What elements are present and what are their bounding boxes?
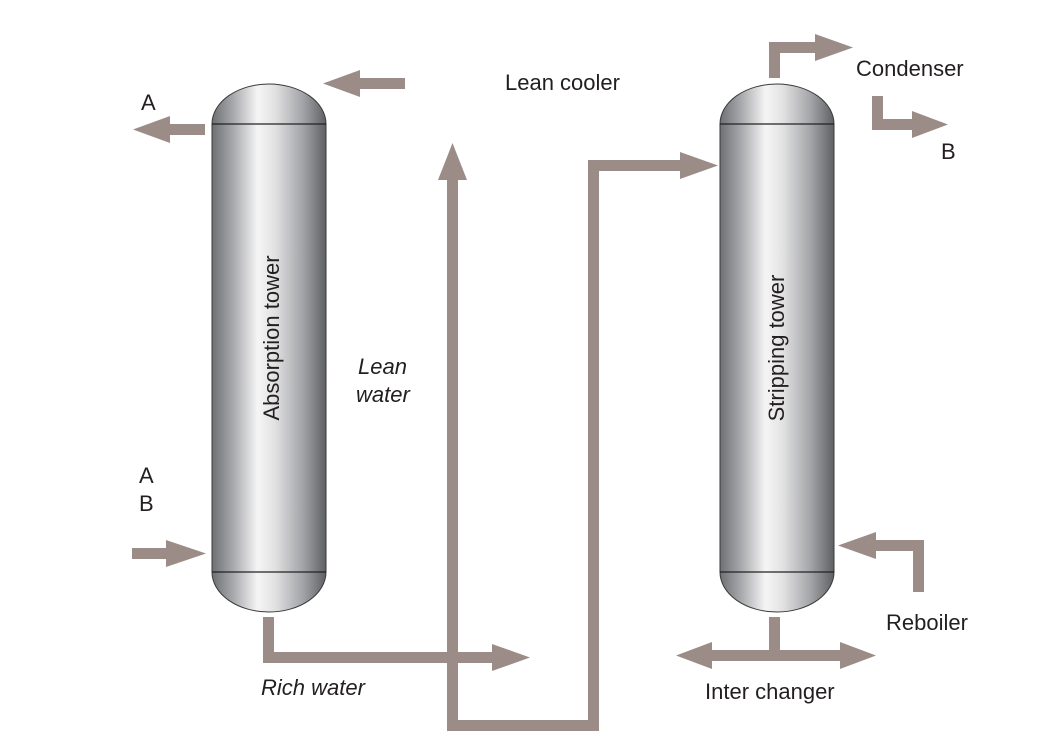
rich-water-label: Rich water [261, 675, 367, 700]
feed-label-b: B [139, 491, 154, 516]
feed-label-a: A [139, 463, 154, 488]
condenser-vapor-arrow [769, 34, 853, 78]
condenser-label: Condenser [856, 56, 964, 81]
reboiler-label: Reboiler [886, 610, 968, 635]
rich-water-pipe [263, 617, 530, 671]
lean-cooler-inlet-arrow [323, 70, 405, 97]
absorption-top-outlet-label: A [141, 90, 156, 115]
stripping-tower: Stripping tower [719, 83, 835, 613]
inter-changer-label: Inter changer [705, 679, 835, 704]
lean-cooler-label: Lean cooler [505, 70, 620, 95]
feed-gas-inlet-arrow [132, 540, 206, 567]
absorption-tower-label: Absorption tower [259, 255, 284, 420]
stripping-tower-label: Stripping tower [764, 275, 789, 422]
condenser-product-label: B [941, 139, 956, 164]
inter-changer-pipe [676, 617, 876, 669]
gas-outlet-arrow [133, 116, 205, 143]
condenser-product-arrow [872, 96, 948, 138]
reboiler-return-arrow [838, 532, 924, 592]
lean-water-pipe [438, 143, 718, 731]
lean-water-label-line1: Lean [358, 354, 407, 379]
absorption-tower: Absorption tower [211, 83, 327, 613]
lean-water-label-line2: water [356, 382, 411, 407]
